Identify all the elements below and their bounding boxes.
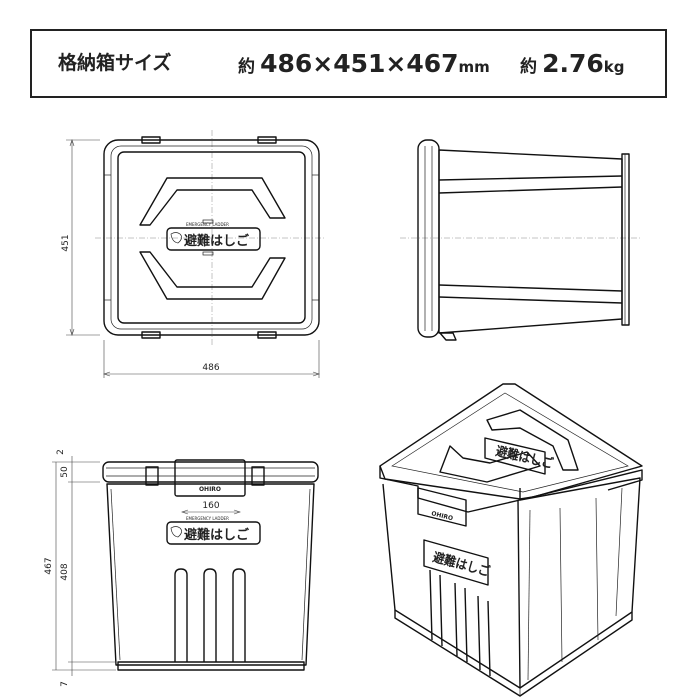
front-label-small-text: EMERGENCY LADDER xyxy=(186,516,229,521)
side-view xyxy=(400,139,640,341)
dim-front-gap: 2 xyxy=(56,449,66,455)
front-view: OHIRO EMERGENCY LADDER 避難はしご 160 2 50 40… xyxy=(44,449,319,687)
spec-approx-2: 約 xyxy=(520,57,537,77)
spec-weight: 約 2.76kg xyxy=(520,31,625,100)
dim-front-foot: 7 xyxy=(60,681,70,687)
dim-top-height: 451 xyxy=(61,234,71,251)
iso-body-label-text: 避難はしご xyxy=(431,549,492,580)
dim-front-handle: 160 xyxy=(202,501,219,511)
spec-box: 格納箱サイズ 約 486×451×467mm 約 2.76kg xyxy=(30,29,667,98)
top-label-ladder-icon xyxy=(170,232,182,244)
spec-dimension-unit: mm xyxy=(458,58,490,76)
isometric-view: 避難はしご OHIRO 避難はしご xyxy=(379,383,643,697)
top-label-main-text: 避難はしご xyxy=(184,233,250,249)
spec-weight-value: 2.76 xyxy=(542,49,604,78)
top-label-small-text: EMERGENCY LADDER xyxy=(186,222,229,227)
front-label-main-text: 避難はしご xyxy=(184,527,250,543)
dim-top-width: 486 xyxy=(202,363,219,373)
dim-front-body: 408 xyxy=(60,563,70,580)
front-label-ladder-icon xyxy=(170,526,182,538)
dim-front-lid: 50 xyxy=(60,466,70,478)
top-view: EMERGENCY LADDER 避難はしご 451 486 xyxy=(61,130,325,378)
dim-front-total: 467 xyxy=(44,557,54,574)
spec-approx-1: 約 xyxy=(238,57,255,77)
spec-weight-unit: kg xyxy=(603,58,625,76)
spec-dimensions: 約 486×451×467mm xyxy=(238,31,490,100)
spec-dimension-value: 486×451×467 xyxy=(260,49,459,78)
spec-label: 格納箱サイズ xyxy=(58,52,172,74)
front-brand-text: OHIRO xyxy=(199,486,221,493)
